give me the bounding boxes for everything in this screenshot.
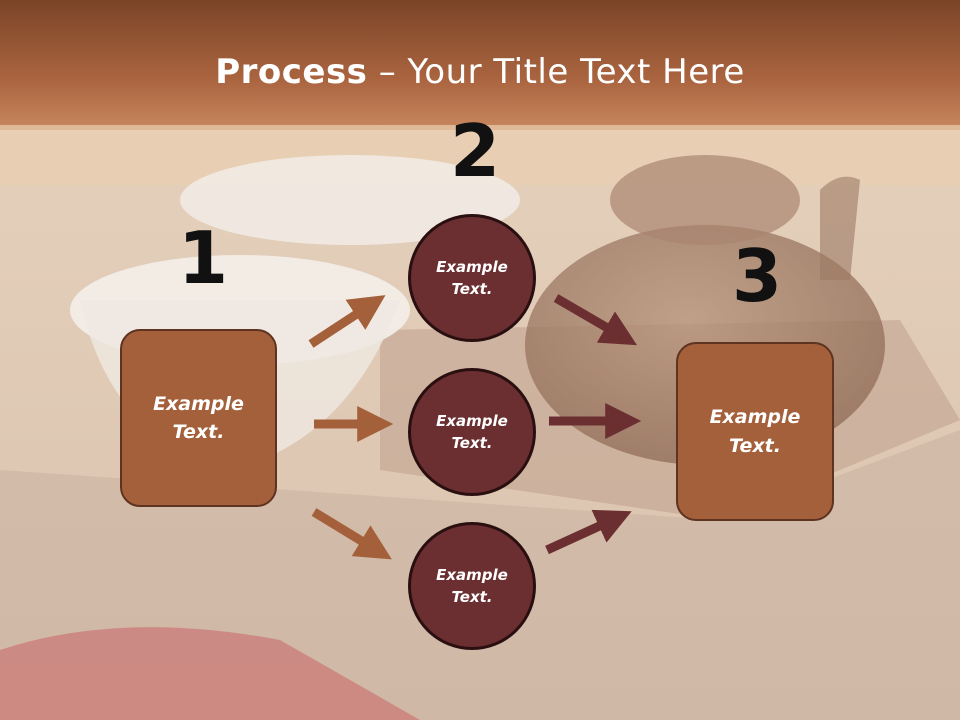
circle-top: Example Text. <box>408 214 536 342</box>
step-1-text: Example Text. <box>153 392 244 444</box>
step-number-2: 2 <box>450 109 501 193</box>
step-1-box: Example Text. <box>120 329 277 507</box>
title-bold: Process <box>215 52 368 92</box>
slide-title: Process – Your Title Text Here <box>0 52 960 92</box>
circle-middle-text: Example Text. <box>436 411 508 453</box>
step-number-3: 3 <box>732 234 783 318</box>
step-number-1: 1 <box>178 216 229 300</box>
circle-middle: Example Text. <box>408 368 536 496</box>
circle-bottom-text: Example Text. <box>436 565 508 607</box>
circle-top-text: Example Text. <box>436 257 508 299</box>
step-3-box: Example Text. <box>676 342 834 521</box>
step-3-text: Example Text. <box>709 406 801 457</box>
title-rest: – Your Title Text Here <box>367 52 745 92</box>
circle-bottom: Example Text. <box>408 522 536 650</box>
